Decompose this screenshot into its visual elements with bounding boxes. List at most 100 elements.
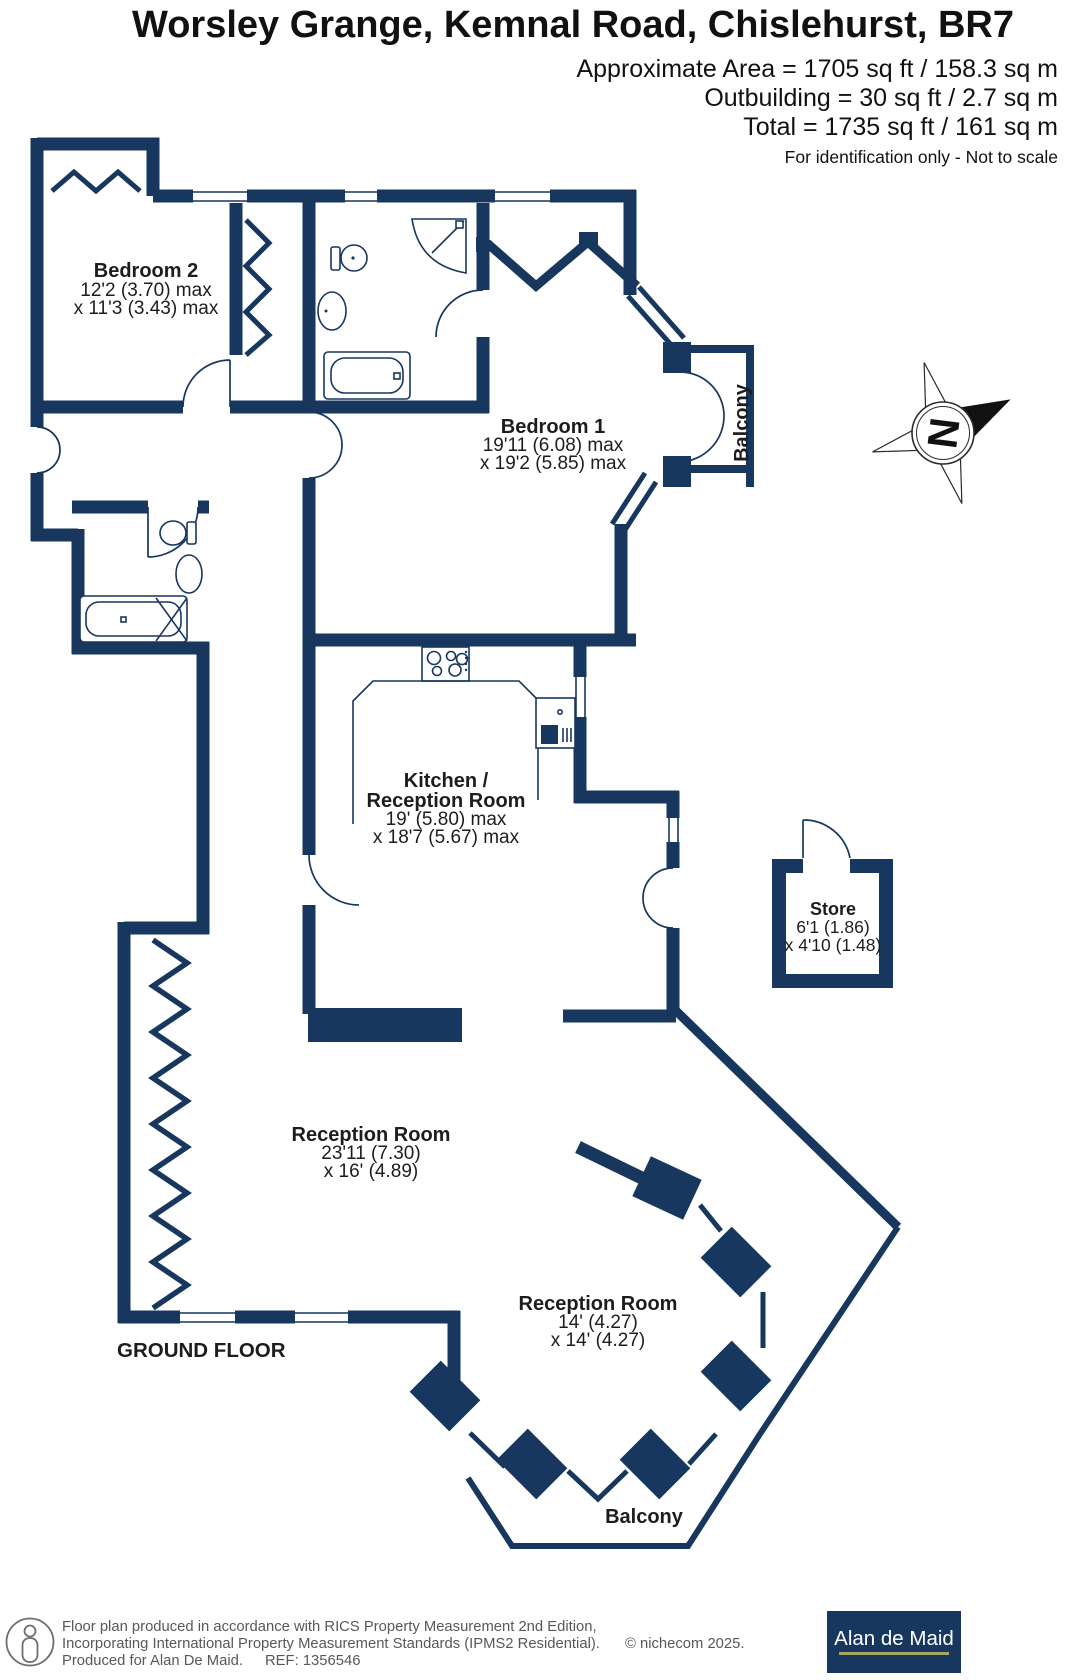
wardrobe-cap-left — [476, 237, 489, 252]
agent-logo: Alan de Maid — [827, 1611, 961, 1673]
reception-bay-label: Reception Room 14' (4.27) x 14' (4.27) — [519, 1293, 678, 1351]
compass-north-letter: N — [918, 415, 968, 451]
person-scale-icon — [5, 1617, 55, 1667]
hob-burner — [455, 652, 469, 666]
room-dim2: x 18'7 (5.67) max — [373, 827, 520, 848]
walls — [30, 137, 902, 1549]
room-name: Bedroom 1 — [501, 416, 605, 438]
bedroom1-double-door — [308, 411, 343, 479]
bay-pier-south-left — [496, 1428, 568, 1500]
bathtub-tap — [120, 616, 127, 623]
reception-accordion-doors — [148, 937, 192, 1311]
compass-circle-inner — [916, 406, 970, 460]
kitchen-door — [308, 854, 360, 906]
footer-line2: Incorporating International Property Mea… — [62, 1636, 600, 1652]
ground-floor-label: GROUND FLOOR — [117, 1339, 286, 1362]
hob-knob — [464, 650, 468, 654]
bay-pier-south-right — [619, 1428, 691, 1500]
room-dim2: x 16' (4.89) — [324, 1161, 418, 1182]
bay-pier-southwest — [409, 1360, 481, 1432]
balcony-diagonal-wall — [666, 1001, 902, 1231]
footer: Floor plan produced in accordance with R… — [5, 1611, 961, 1673]
bathroom-fixtures — [79, 520, 203, 643]
room-dim2: x 14' (4.27) — [551, 1330, 645, 1351]
room-name-line2: Reception Room — [367, 790, 526, 812]
diagonal-window-lower — [609, 471, 659, 535]
store-walls — [772, 859, 893, 988]
compass-circle-outer — [911, 401, 975, 465]
basin-icon — [175, 554, 203, 594]
main-walls — [30, 137, 680, 1382]
room-dim2: x 19'2 (5.85) max — [480, 453, 627, 474]
bay-pier-southeast — [700, 1340, 772, 1412]
store-label: Store 6'1 (1.86) x 4'10 (1.48) — [785, 899, 882, 955]
window-glazing-lines — [180, 191, 679, 1323]
bedroom2-wardrobe-doors — [242, 218, 273, 357]
footer-copyright: © nichecom 2025. — [625, 1636, 744, 1652]
disclaimer-text: For identification only - Not to scale — [785, 147, 1058, 167]
shower-head-icon — [455, 220, 464, 229]
approximate-area-text: Approximate Area = 1705 sq ft / 158.3 sq… — [576, 55, 1058, 83]
agent-logo-text: Alan de Maid — [834, 1627, 954, 1650]
bay-pier-north — [632, 1156, 702, 1220]
toilet-bowl-icon — [159, 520, 187, 546]
toilet-cistern-icon — [330, 246, 341, 271]
room-dim1: 6'1 (1.86) — [796, 917, 869, 937]
doors — [36, 289, 851, 929]
compass-star — [872, 362, 1011, 504]
bottom-balcony-outline — [465, 1225, 901, 1549]
person-icon-head — [23, 1624, 37, 1638]
terrace-bifold-door — [50, 168, 142, 195]
bedroom1-label: Bedroom 1 19'11 (6.08) max x 19'2 (5.85)… — [480, 416, 627, 474]
hob-burner — [448, 663, 462, 677]
header: Worsley Grange, Kemnal Road, Chislehurst… — [132, 4, 1058, 167]
bedroom2-door — [182, 359, 231, 408]
balcony-french-doors — [679, 371, 725, 463]
room-name: Reception Room — [519, 1293, 678, 1315]
room-name: Bedroom 2 — [94, 260, 198, 282]
hob-knob — [464, 656, 468, 660]
footer-line1: Floor plan produced in accordance with R… — [62, 1619, 597, 1635]
hob-knob — [464, 668, 468, 672]
room-name-line1: Kitchen / — [404, 770, 489, 792]
room-dim1: 19' (5.80) max — [386, 809, 507, 830]
bifold-doors — [50, 168, 641, 1311]
kitchen-label: Kitchen / Reception Room 19' (5.80) max … — [367, 770, 526, 848]
outbuilding-area-text: Outbuilding = 30 sq ft / 2.7 sq m — [704, 84, 1058, 112]
bathroom-door — [147, 506, 199, 558]
kitchen-sink-basin — [541, 725, 558, 744]
bathtub-tap — [393, 372, 401, 380]
hob-burner — [426, 650, 442, 666]
north-compass-icon: N — [872, 362, 1011, 504]
kitchen-sink-tap — [556, 708, 563, 715]
reception-pier-wall — [308, 1008, 462, 1042]
room-name: Store — [810, 899, 856, 919]
shower-screen-lines — [155, 597, 188, 642]
bedroom1-wardrobe-doors — [484, 236, 641, 292]
bedroom2-label: Bedroom 2 12'2 (3.70) max x 11'3 (3.43) … — [74, 260, 219, 319]
kitchen-rear-french-doors — [642, 867, 674, 929]
kitchen-fixtures — [352, 646, 576, 824]
room-dim1: 12'2 (3.70) max — [80, 280, 212, 301]
bathtub-icon — [323, 351, 411, 400]
agent-logo-box — [827, 1611, 961, 1673]
diagonal-window-upper — [626, 285, 686, 349]
footer-ref: REF: 1356546 — [265, 1653, 360, 1669]
footer-line3: Produced for Alan De Maid. — [62, 1653, 243, 1669]
basin-icon — [317, 291, 347, 331]
store-door — [802, 819, 851, 859]
toilet-cistern-icon — [186, 521, 197, 545]
agent-logo-underline — [839, 1652, 949, 1655]
entry-double-door — [36, 426, 61, 474]
ensuite-door — [435, 289, 484, 338]
room-dim2: x 4'10 (1.48) — [785, 935, 882, 955]
hob-burner — [431, 665, 443, 677]
hob-knob — [464, 662, 468, 666]
ensuite-fixtures — [317, 218, 467, 400]
room-dim1: 19'11 (6.08) max — [483, 435, 624, 456]
person-icon-body — [21, 1637, 39, 1663]
page-title: Worsley Grange, Kemnal Road, Chislehurst… — [132, 4, 1014, 46]
room-name: Reception Room — [292, 1124, 451, 1146]
